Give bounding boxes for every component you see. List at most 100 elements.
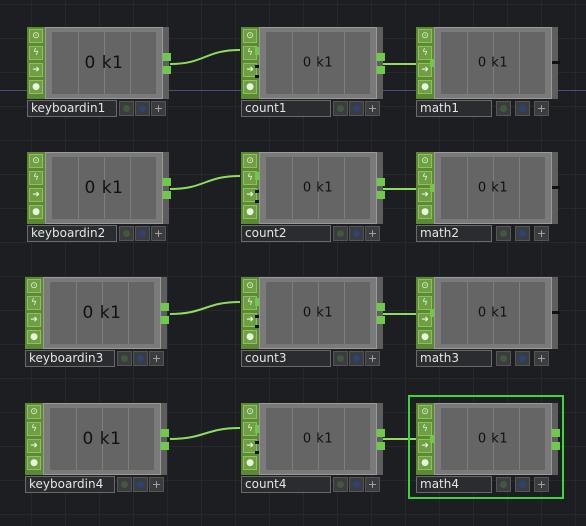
display-flag-icon[interactable] <box>135 101 150 116</box>
info-icon[interactable]: ⊙ <box>243 279 257 293</box>
input-connector[interactable] <box>255 47 261 55</box>
node-name-label[interactable]: keyboardin2 <box>27 225 117 242</box>
lightning-icon[interactable]: ϟ <box>29 46 43 60</box>
arrow-right-icon[interactable]: ➜ <box>243 188 257 202</box>
wire-kb2-c2[interactable] <box>169 175 241 190</box>
input-connector[interactable] <box>430 184 436 192</box>
node-name-label[interactable]: math1 <box>416 100 492 117</box>
info-icon[interactable]: ⊙ <box>243 405 257 419</box>
plus-icon[interactable]: + <box>534 226 549 241</box>
lock-icon[interactable]: ● <box>243 330 257 344</box>
lightning-icon[interactable]: ϟ <box>418 46 432 60</box>
input-connector[interactable] <box>430 59 436 67</box>
output-slot[interactable] <box>552 311 560 314</box>
node-viewer[interactable]: 0 k1 <box>434 277 552 349</box>
info-icon[interactable]: ⊙ <box>27 405 41 419</box>
node-viewer[interactable]: 0 k1 <box>259 277 377 349</box>
plus-icon[interactable]: + <box>365 101 380 116</box>
arrow-right-icon[interactable]: ➜ <box>29 188 43 202</box>
arrow-right-icon[interactable]: ➜ <box>243 313 257 327</box>
node-count4[interactable]: ⊙ ϟ ➜ ● 0 k1 count4 + <box>241 403 385 493</box>
output-connector[interactable] <box>377 53 385 61</box>
plus-icon[interactable]: + <box>365 226 380 241</box>
display-flag-icon[interactable] <box>515 477 530 492</box>
plus-icon[interactable]: + <box>534 351 549 366</box>
node-name-label[interactable]: math4 <box>416 476 492 493</box>
input-connector[interactable] <box>430 435 436 443</box>
bypass-flag-icon[interactable] <box>333 101 348 116</box>
output-connector[interactable] <box>377 178 385 186</box>
arrow-right-icon[interactable]: ➜ <box>243 439 257 453</box>
output-slot[interactable] <box>552 61 560 64</box>
bypass-flag-icon[interactable] <box>496 477 511 492</box>
node-math2[interactable]: ⊙ ϟ ➜ ● 0 k1 math2 + <box>416 152 560 242</box>
node-viewer[interactable]: 0 k1 <box>434 27 552 99</box>
node-name-label[interactable]: count2 <box>241 225 331 242</box>
node-viewer[interactable]: 0 k1 <box>45 152 163 224</box>
info-icon[interactable]: ⊙ <box>243 154 257 168</box>
display-flag-icon[interactable] <box>515 101 530 116</box>
display-flag-icon[interactable] <box>349 101 364 116</box>
lock-icon[interactable]: ● <box>418 456 432 470</box>
info-icon[interactable]: ⊙ <box>27 279 41 293</box>
node-viewer[interactable]: 0 k1 <box>259 152 377 224</box>
output-connector[interactable] <box>163 53 171 61</box>
info-icon[interactable]: ⊙ <box>418 29 432 43</box>
arrow-right-icon[interactable]: ➜ <box>418 63 432 77</box>
lightning-icon[interactable]: ϟ <box>418 296 432 310</box>
display-flag-icon[interactable] <box>515 351 530 366</box>
node-viewer[interactable]: 0 k1 <box>259 27 377 99</box>
bypass-flag-icon[interactable] <box>117 477 132 492</box>
output-connector[interactable] <box>377 66 385 74</box>
output-connector[interactable] <box>552 429 560 437</box>
output-connector[interactable] <box>377 429 385 437</box>
bypass-flag-icon[interactable] <box>496 226 511 241</box>
output-connector[interactable] <box>377 303 385 311</box>
lock-icon[interactable]: ● <box>418 330 432 344</box>
lightning-icon[interactable]: ϟ <box>418 171 432 185</box>
node-keyboardin2[interactable]: ⊙ ϟ ➜ ● 0 k1 keyboardin2 + <box>27 152 171 242</box>
input-connector[interactable] <box>430 309 436 317</box>
output-connector[interactable] <box>161 316 169 324</box>
node-count1[interactable]: ⊙ ϟ ➜ ● 0 k1 count1 + <box>241 27 385 117</box>
node-math4[interactable]: ⊙ ϟ ➜ ● 0 k1 math4 + <box>408 395 564 499</box>
plus-icon[interactable]: + <box>534 101 549 116</box>
lock-icon[interactable]: ● <box>418 205 432 219</box>
lightning-icon[interactable]: ϟ <box>27 296 41 310</box>
node-viewer[interactable]: 0 k1 <box>43 277 161 349</box>
arrow-right-icon[interactable]: ➜ <box>27 313 41 327</box>
bypass-flag-icon[interactable] <box>333 477 348 492</box>
node-viewer[interactable]: 0 k1 <box>259 403 377 475</box>
info-icon[interactable]: ⊙ <box>418 154 432 168</box>
node-name-label[interactable]: math2 <box>416 225 492 242</box>
lock-icon[interactable]: ● <box>29 205 43 219</box>
lock-icon[interactable]: ● <box>29 80 43 94</box>
lightning-icon[interactable]: ϟ <box>418 422 432 436</box>
lock-icon[interactable]: ● <box>27 330 41 344</box>
wire-kb1-c1[interactable] <box>169 49 241 65</box>
output-connector[interactable] <box>552 442 560 450</box>
output-connector[interactable] <box>161 442 169 450</box>
info-icon[interactable]: ⊙ <box>418 405 432 419</box>
lock-icon[interactable]: ● <box>27 456 41 470</box>
node-math3[interactable]: ⊙ ϟ ➜ ● 0 k1 math3 + <box>416 277 560 367</box>
info-icon[interactable]: ⊙ <box>29 154 43 168</box>
display-flag-icon[interactable] <box>349 477 364 492</box>
bypass-flag-icon[interactable] <box>333 351 348 366</box>
node-count3[interactable]: ⊙ ϟ ➜ ● 0 k1 count3 + <box>241 277 385 367</box>
bypass-flag-icon[interactable] <box>117 351 132 366</box>
node-keyboardin3[interactable]: ⊙ ϟ ➜ ● 0 k1 keyboardin3 + <box>25 277 169 367</box>
output-connector[interactable] <box>377 191 385 199</box>
plus-icon[interactable]: + <box>149 351 164 366</box>
node-name-label[interactable]: count4 <box>241 476 331 493</box>
node-name-label[interactable]: keyboardin1 <box>27 100 117 117</box>
lock-icon[interactable]: ● <box>243 80 257 94</box>
plus-icon[interactable]: + <box>365 351 380 366</box>
info-icon[interactable]: ⊙ <box>243 29 257 43</box>
node-count2[interactable]: ⊙ ϟ ➜ ● 0 k1 count2 + <box>241 152 385 242</box>
arrow-right-icon[interactable]: ➜ <box>418 188 432 202</box>
arrow-right-icon[interactable]: ➜ <box>29 63 43 77</box>
display-flag-icon[interactable] <box>133 351 148 366</box>
input-connector[interactable] <box>255 172 261 180</box>
plus-icon[interactable]: + <box>365 477 380 492</box>
